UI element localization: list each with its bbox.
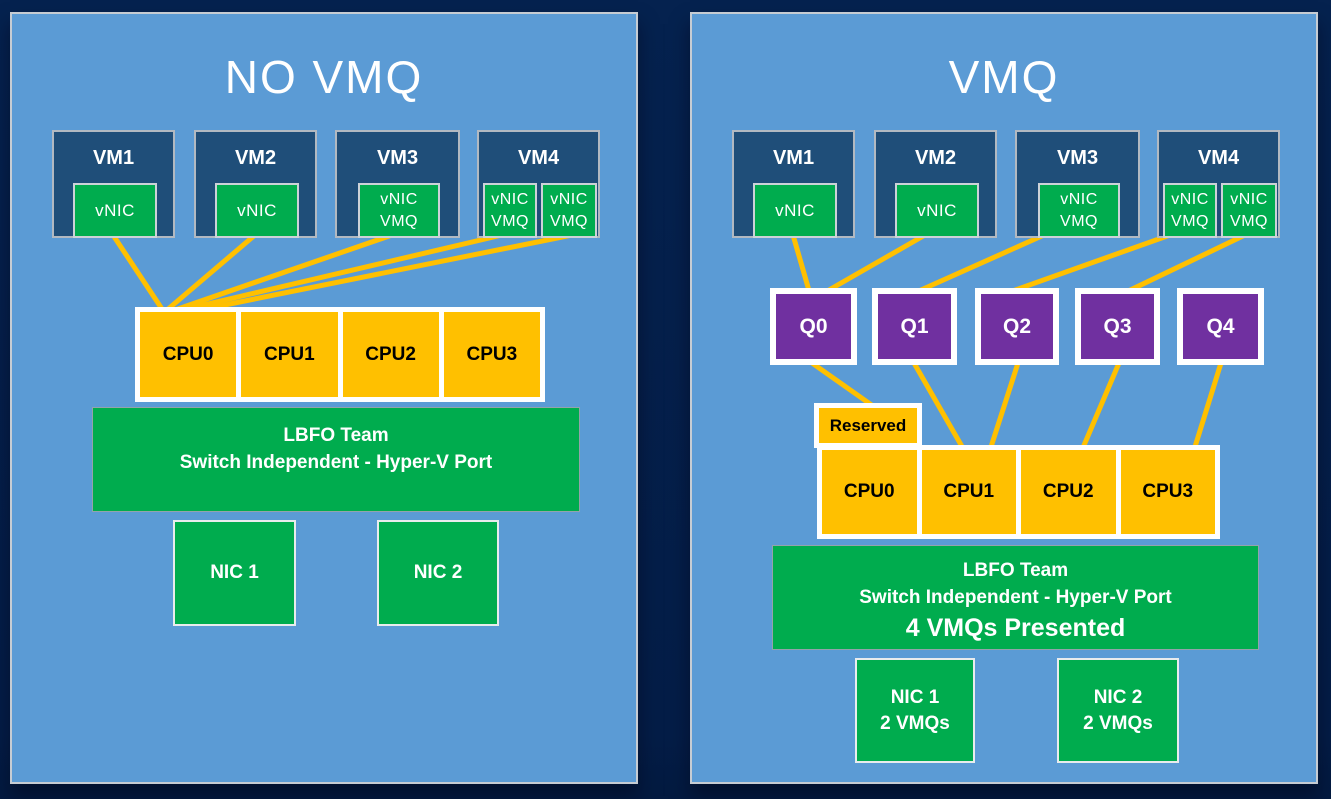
vm-label: VM3 — [376, 147, 419, 169]
queue-box: Q0 — [770, 288, 857, 365]
cpu-box: CPU1 — [921, 450, 1016, 534]
lbfo-title: LBFO Team — [283, 425, 389, 446]
vnic-box: vNIC — [73, 183, 157, 238]
queue-box: Q3 — [1075, 288, 1160, 365]
vnic-label: vNIC — [95, 200, 135, 220]
cpu-box: CPU2 — [342, 312, 439, 397]
vnic-label: vNIC — [775, 200, 815, 220]
nic-box: NIC 1 2 VMQs — [855, 658, 975, 763]
vnic-box: vNIC — [753, 183, 837, 238]
vm-box: VM1 vNIC — [52, 130, 175, 238]
vmq-label: VMQ — [1171, 212, 1209, 230]
lbfo-title: LBFO Team — [962, 560, 1069, 581]
lbfo-team-box: LBFO Team Switch Independent - Hyper-V P… — [772, 545, 1259, 650]
panel-title: VMQ — [948, 51, 1060, 103]
vnic-vmq-box: vNIC VMQ — [1163, 183, 1217, 238]
vnic-vmq-box: vNIC VMQ — [358, 183, 440, 238]
panel-title: NO VMQ — [224, 51, 424, 103]
connection-lines — [790, 232, 1247, 452]
queue-box: Q1 — [872, 288, 957, 365]
cpu-box: CPU0 — [140, 312, 237, 397]
vmq-label: VMQ — [380, 212, 418, 230]
vnic-vmq-box: vNIC VMQ — [483, 183, 537, 238]
nic-label: NIC 2 — [1093, 686, 1143, 708]
vnic-label: vNIC — [917, 200, 957, 220]
vnic-label: vNIC — [380, 190, 418, 208]
vnic-box: vNIC — [215, 183, 299, 238]
nic-box: NIC 2 — [377, 520, 499, 626]
vnic-box: vNIC — [895, 183, 979, 238]
vm-label: VM1 — [772, 147, 815, 169]
vmq-label: VMQ — [550, 212, 588, 230]
vm-label: VM1 — [92, 147, 135, 169]
vnic-label: vNIC — [491, 190, 529, 208]
nic-vmq-count: 2 VMQs — [1083, 712, 1153, 734]
vm-box: VM2 vNIC — [874, 130, 997, 238]
vnic-label: vNIC — [1060, 190, 1098, 208]
cpu-box: CPU1 — [241, 312, 338, 397]
vmq-label: VMQ — [1060, 212, 1098, 230]
vm-label: VM2 — [914, 147, 957, 169]
reserved-box: Reserved — [814, 403, 922, 448]
lbfo-mode: Switch Independent - Hyper-V Port — [179, 452, 493, 473]
nic-label: NIC 1 — [890, 686, 940, 708]
vmq-label: VMQ — [491, 212, 529, 230]
lbfo-vmq-count: 4 VMQs Presented — [905, 614, 1126, 642]
cpu-box: CPU3 — [443, 312, 540, 397]
lbfo-mode: Switch Independent - Hyper-V Port — [859, 587, 1172, 608]
vnic-vmq-box: vNIC VMQ — [1221, 183, 1277, 238]
cpu-box: CPU2 — [1021, 450, 1116, 534]
vmq-label: VMQ — [1230, 212, 1268, 230]
nic-label: NIC 1 — [210, 562, 259, 583]
queue-box: Q2 — [975, 288, 1059, 365]
cpu-row: CPU0 CPU1 CPU2 CPU3 — [817, 445, 1220, 539]
vm-box: VM3 vNIC VMQ — [335, 130, 460, 238]
nic-vmq-count: 2 VMQs — [880, 712, 950, 734]
nic-box: NIC 1 — [173, 520, 296, 626]
nic-label: NIC 2 — [413, 562, 463, 583]
cpu-box: CPU0 — [822, 450, 917, 534]
vm-box: VM1 vNIC — [732, 130, 855, 238]
cpu-row: CPU0 CPU1 CPU2 CPU3 — [135, 307, 545, 402]
no-vmq-panel: NO VMQ VM1 vNIC VM2 vNIC VM3 vNIC VMQ VM… — [10, 12, 638, 784]
lbfo-team-box: LBFO Team Switch Independent - Hyper-V P… — [92, 407, 580, 512]
vm-label: VM2 — [234, 147, 277, 169]
vm-label: VM4 — [517, 147, 560, 169]
vm-box: VM2 vNIC — [194, 130, 317, 238]
vm-label: VM3 — [1056, 147, 1099, 169]
vnic-vmq-box: vNIC VMQ — [1038, 183, 1120, 238]
vnic-label: vNIC — [1171, 190, 1209, 208]
vm-box: VM4 vNIC VMQ vNIC VMQ — [1157, 130, 1280, 238]
vnic-vmq-box: vNIC VMQ — [541, 183, 597, 238]
connection-lines — [110, 232, 573, 316]
vmq-panel: VMQ VM1 vNIC VM2 vNIC VM3 vNIC VMQ VM4 v — [690, 12, 1318, 784]
nic-box: NIC 2 2 VMQs — [1057, 658, 1179, 763]
vm-box: VM3 vNIC VMQ — [1015, 130, 1140, 238]
vm-box: VM4 vNIC VMQ vNIC VMQ — [477, 130, 600, 238]
vnic-label: vNIC — [1230, 190, 1268, 208]
cpu-box: CPU3 — [1120, 450, 1215, 534]
vnic-label: vNIC — [237, 200, 277, 220]
vm-label: VM4 — [1197, 147, 1240, 169]
queue-box: Q4 — [1177, 288, 1264, 365]
vnic-label: vNIC — [550, 190, 588, 208]
